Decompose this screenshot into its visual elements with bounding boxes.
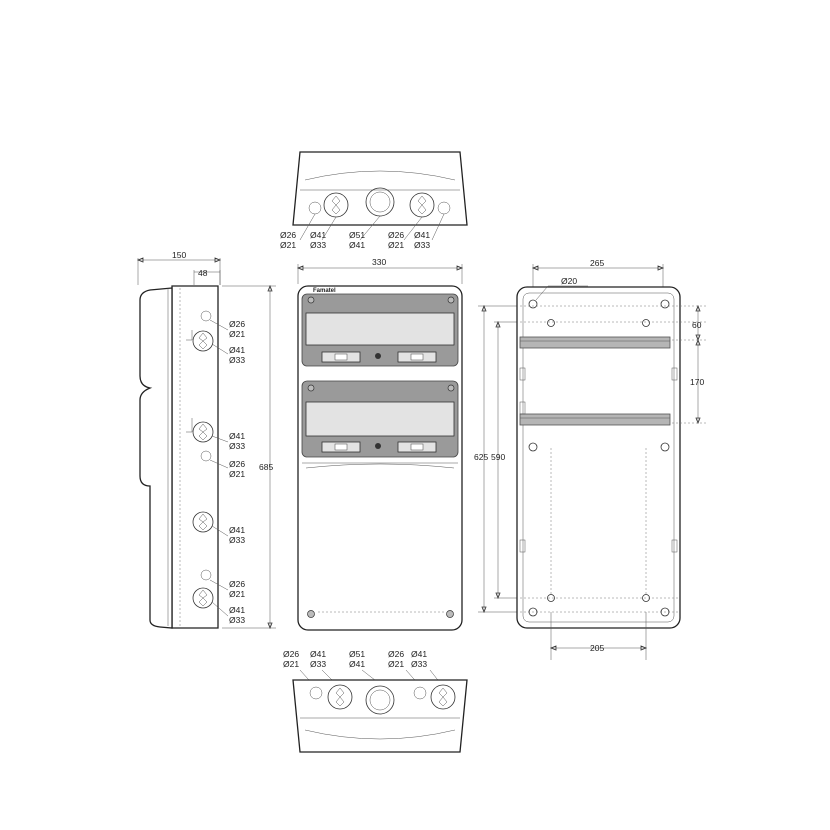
top-gland-3-d2: Ø41: [349, 240, 365, 250]
side-gland-6-d1: Ø26: [229, 579, 245, 589]
side-gland-3-d2: Ø33: [229, 441, 245, 451]
bottom-gland-3-d2: Ø41: [349, 659, 365, 669]
back-hole-diameter-label: Ø20: [561, 276, 577, 286]
side-gland-7-d2: Ø33: [229, 615, 245, 625]
side-gland-5-d1: Ø41: [229, 525, 245, 535]
top-gland-5-d1: Ø41: [414, 230, 430, 240]
front-height-outer-dim: 625: [474, 452, 488, 462]
front-height-inner-dim: 590: [491, 452, 505, 462]
front-view: 330 Famatel: [296, 257, 464, 631]
back-bottom-spacing-dim: 205: [590, 643, 604, 653]
side-gland-1-d1: Ø26: [229, 319, 245, 329]
bottom-gland-2-d2: Ø33: [310, 659, 326, 669]
side-gland-4-d1: Ø26: [229, 459, 245, 469]
top-gland-4-d1: Ø26: [388, 230, 404, 240]
bottom-gland-4-d1: Ø26: [388, 649, 404, 659]
side-gland-6-d2: Ø21: [229, 589, 245, 599]
top-gland-2-d2: Ø33: [310, 240, 326, 250]
top-gland-2-d1: Ø41: [310, 230, 326, 240]
top-gland-1-d2: Ø21: [280, 240, 296, 250]
bottom-gland-1-d1: Ø26: [283, 649, 299, 659]
back-hole-spacing-dim: 265: [590, 258, 604, 268]
side-gland-1-d2: Ø21: [229, 329, 245, 339]
bottom-gland-2-d1: Ø41: [310, 649, 326, 659]
side-gland-4-d2: Ø21: [229, 469, 245, 479]
top-gland-4-d2: Ø21: [388, 240, 404, 250]
front-width-dim: 330: [372, 257, 386, 267]
side-gland-5-d2: Ø33: [229, 535, 245, 545]
top-gland-3-d1: Ø51: [349, 230, 365, 240]
back-top-offset-dim: 60: [692, 320, 702, 330]
side-view: 150 48 685 Ø26 Ø21 Ø41 Ø33 Ø41 Ø33 Ø26: [136, 250, 276, 630]
bottom-gland-5-d2: Ø33: [411, 659, 427, 669]
top-gland-5-d2: Ø33: [414, 240, 430, 250]
side-inner-depth-dim: 48: [198, 268, 208, 278]
side-gland-3-d1: Ø41: [229, 431, 245, 441]
side-depth-dim: 150: [172, 250, 186, 260]
front-height-dims: 625 590: [474, 304, 520, 614]
side-gland-2-d1: Ø41: [229, 345, 245, 355]
brand-label: Famatel: [313, 288, 336, 294]
back-rail-spacing-dim: 170: [690, 377, 704, 387]
bottom-gland-3-d1: Ø51: [349, 649, 365, 659]
side-height-dim: 685: [259, 462, 273, 472]
side-gland-7-d1: Ø41: [229, 605, 245, 615]
back-view: 265 Ø20 60 170: [516, 258, 706, 660]
bottom-gland-4-d2: Ø21: [388, 659, 404, 669]
top-view: Ø26 Ø21 Ø41 Ø33 Ø51 Ø41 Ø26 Ø21 Ø41 Ø33: [280, 151, 468, 250]
bottom-view: Ø26 Ø21 Ø41 Ø33 Ø51 Ø41 Ø26 Ø21 Ø41 Ø33: [283, 649, 468, 753]
side-gland-2-d2: Ø33: [229, 355, 245, 365]
top-gland-1-d1: Ø26: [280, 230, 296, 240]
bottom-gland-5-d1: Ø41: [411, 649, 427, 659]
bottom-gland-1-d2: Ø21: [283, 659, 299, 669]
